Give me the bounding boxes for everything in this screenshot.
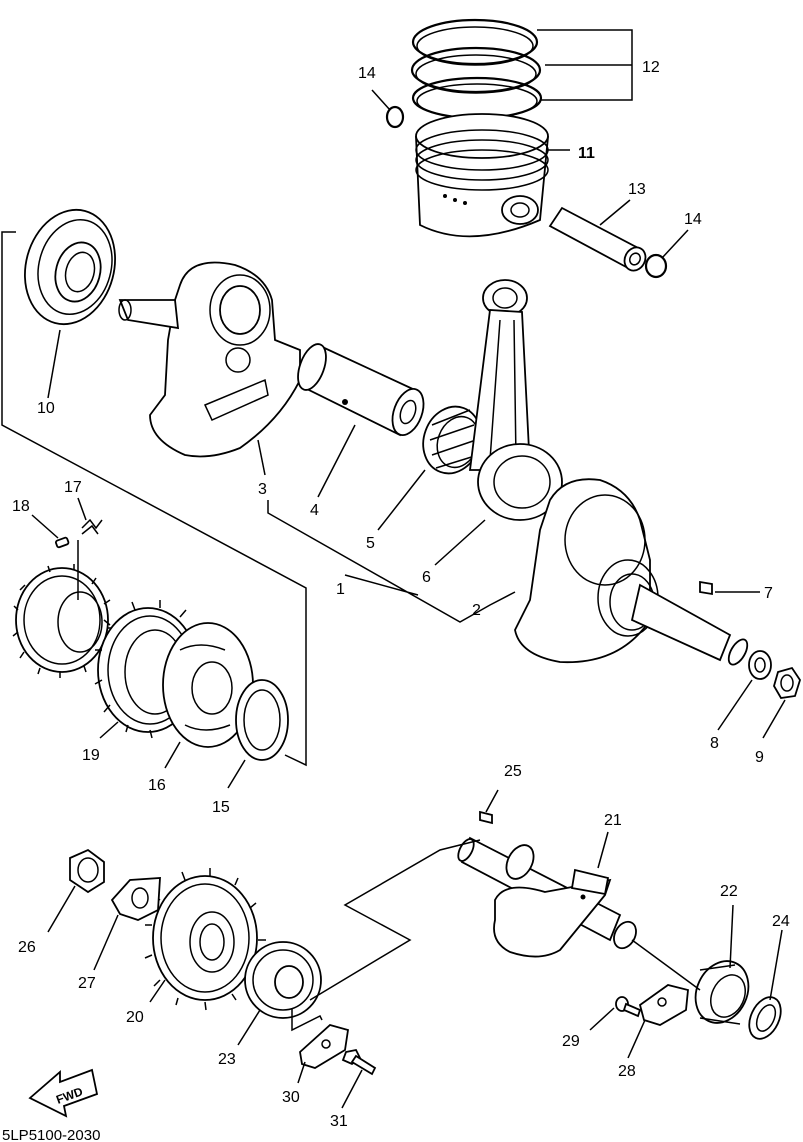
bearing-left	[24, 208, 116, 326]
callout-26: 26	[18, 939, 36, 956]
oil-seal-24	[748, 996, 782, 1040]
fwd-arrow-icon	[28, 1068, 99, 1118]
callout-19: 19	[82, 747, 100, 764]
callout-13: 13	[628, 181, 646, 198]
leader-lines-lower	[47, 789, 783, 1109]
crank-pin	[297, 343, 425, 437]
callout-12: 12	[642, 59, 660, 76]
screw-29	[615, 996, 642, 1018]
callout-7: 7	[764, 585, 773, 602]
callout-4: 4	[310, 502, 319, 519]
callout-14-right: 14	[684, 211, 702, 228]
connecting-rod	[468, 279, 563, 521]
callout-16: 16	[148, 777, 166, 794]
callout-20: 20	[126, 1009, 144, 1026]
callout-5: 5	[366, 535, 375, 552]
callout-31: 31	[330, 1113, 348, 1130]
callout-24: 24	[772, 913, 790, 930]
callout-22: 22	[720, 883, 738, 900]
callout-27: 27	[78, 975, 96, 992]
callout-3: 3	[258, 481, 267, 498]
piston-rings	[410, 18, 543, 120]
callout-1: 1	[336, 581, 345, 598]
callout-30: 30	[282, 1089, 300, 1106]
callout-17: 17	[64, 479, 82, 496]
callout-2: 2	[472, 602, 481, 619]
callout-8: 8	[710, 735, 719, 752]
plate-30	[299, 1024, 350, 1069]
needle-bearing	[422, 405, 482, 475]
washer-8	[748, 650, 772, 680]
callout-21: 21	[604, 812, 622, 829]
spring-17	[81, 518, 103, 535]
callout-28: 28	[618, 1063, 636, 1080]
bolt-31	[341, 1048, 377, 1076]
callout-29: 29	[562, 1033, 580, 1050]
balancer-shaft	[457, 810, 637, 958]
callout-18: 18	[12, 498, 30, 515]
crank-right-half	[514, 478, 749, 666]
washer-15	[235, 679, 289, 761]
callout-6: 6	[422, 569, 431, 586]
balancer-gear	[144, 868, 266, 1011]
circlip-right	[644, 253, 668, 279]
primary-drive-gear-stack	[12, 564, 206, 739]
piston-pin	[548, 206, 647, 272]
piston	[415, 113, 549, 238]
circlip-left	[385, 105, 405, 129]
callout-11: 11	[578, 145, 595, 162]
callout-15: 15	[212, 799, 230, 816]
nut-9	[773, 666, 801, 699]
callout-10: 10	[37, 400, 55, 417]
callout-9: 9	[755, 749, 764, 766]
leader-lines	[1, 29, 786, 789]
callout-14-left: 14	[358, 65, 376, 82]
crank-left-half	[118, 261, 301, 458]
nut-26	[69, 848, 105, 894]
lock-washer-27	[110, 877, 161, 921]
callout-labels: 1 2 3 4 5 6 7 8 9 10 11 12 13 14 14 15 1…	[12, 59, 790, 1130]
plate-28	[638, 984, 689, 1026]
diagram-code: 5LP5100-2030	[2, 1127, 100, 1142]
bearing-23	[244, 941, 322, 1019]
bearing-22	[694, 960, 750, 1025]
pin-18	[54, 536, 70, 549]
callout-25: 25	[504, 763, 522, 780]
callout-23: 23	[218, 1051, 236, 1068]
